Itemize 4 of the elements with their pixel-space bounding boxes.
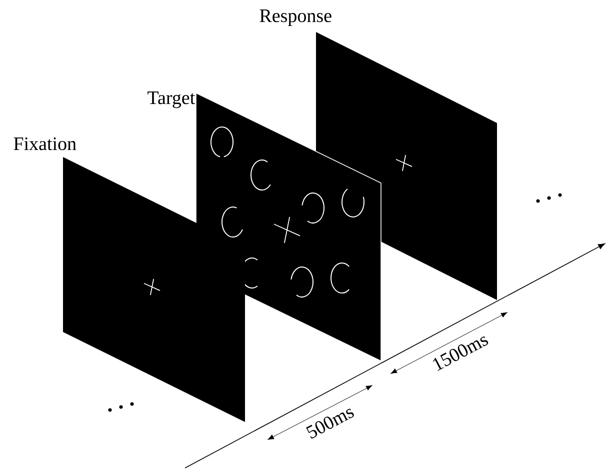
panel-title: Target (148, 92, 196, 108)
duration-label: 500ms (306, 408, 354, 439)
panel-title: Response (260, 10, 332, 26)
panel-title: Fixation (14, 137, 76, 150)
